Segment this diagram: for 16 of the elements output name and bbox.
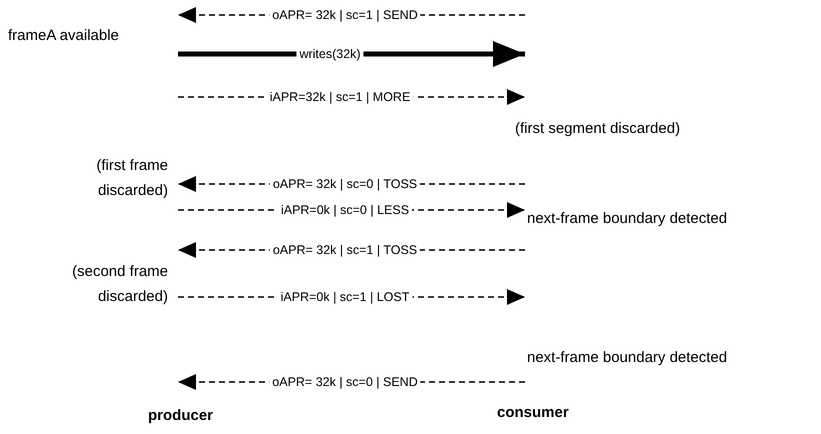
arrow-label: oAPR= 32k | sc=1 | TOSS <box>270 243 420 257</box>
arrow-label: oAPR= 32k | sc=1 | SEND <box>269 8 421 22</box>
arrow-label: oAPR= 32k | sc=0 | SEND <box>269 375 421 389</box>
arrow-label: oAPR= 32k | sc=0 | TOSS <box>270 177 420 191</box>
note-text: next-frame boundary detected <box>527 209 728 229</box>
arrow-label: writes(32k) <box>296 47 364 61</box>
lane-label: producer <box>148 406 214 426</box>
note-text: (first frame discarded) <box>95 156 168 201</box>
lane-label: consumer <box>497 403 569 423</box>
arrow-label: iAPR=32k | sc=1 | MORE <box>266 90 414 104</box>
arrow-label: iAPR=0k | sc=0 | LESS <box>278 203 412 217</box>
note-text: (first segment discarded) <box>515 119 680 139</box>
note-text: frameA available <box>8 26 119 46</box>
arrow-label: iAPR=0k | sc=1 | LOST <box>278 290 412 304</box>
note-text: next-frame boundary detected <box>527 348 728 368</box>
note-text: (second frame discarded) <box>71 262 168 307</box>
